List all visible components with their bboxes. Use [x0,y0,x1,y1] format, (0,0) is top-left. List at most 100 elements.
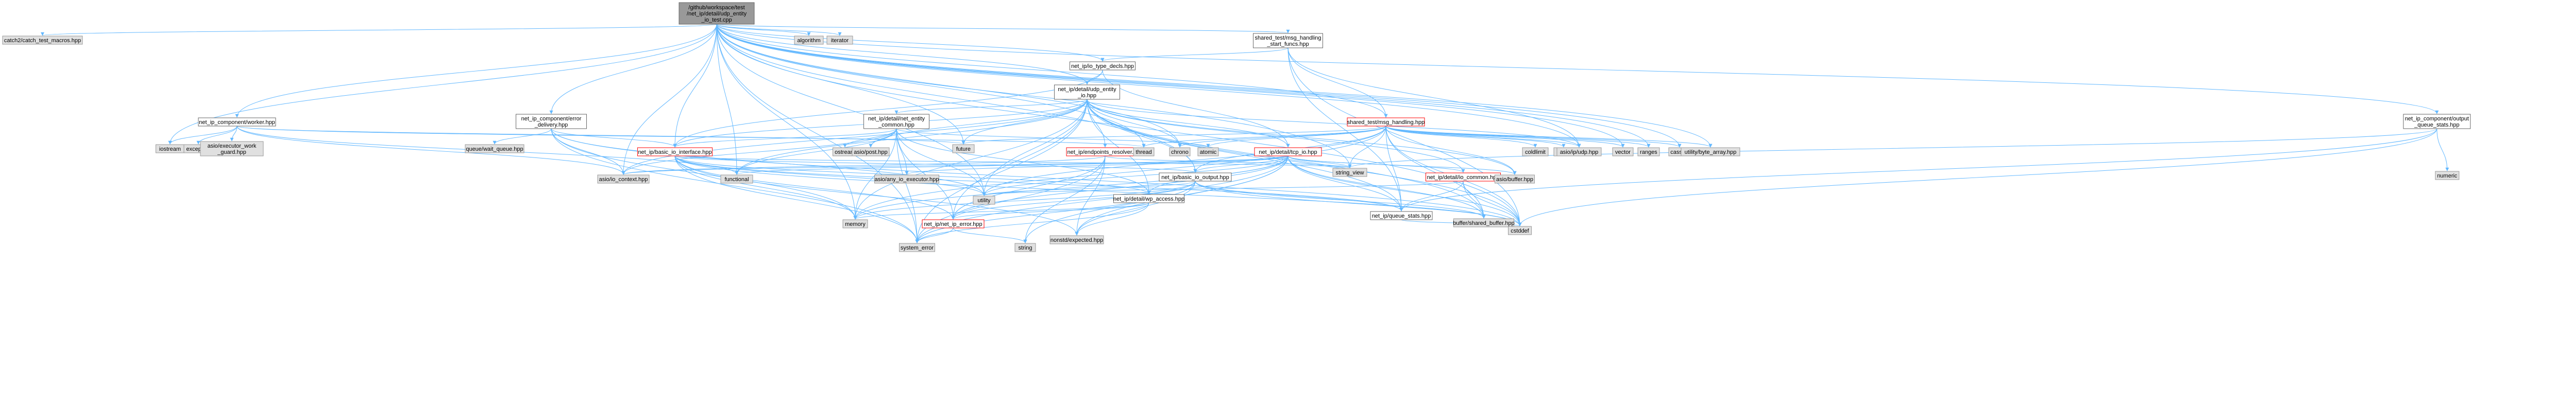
node-memory-label: memory [845,221,866,227]
edge-msg_handling-to-asio_buffer [1385,126,1517,175]
edge-tcp_io-to-net_ip_error [951,155,1289,220]
node-coldlimit-box [1522,147,1549,156]
edge-udp_entity_io-to-system_error [915,99,1088,243]
node-io_common[interactable]: net_ip/detail/io_common.hpp [1426,172,1501,182]
node-asio_post-label: asio/post.hpp [854,149,887,155]
node-udp_entity_io-label: _io.hpp [1077,93,1096,99]
edge-basic_io_output-to-shared_buffer [1195,181,1486,219]
node-byte_array-label: utility/byte_array.hpp [1685,149,1737,155]
node-algorithm-box [794,36,824,45]
edge-basic_io_interface-to-cstddef [674,155,1522,226]
node-thread-label: thread [1136,149,1151,155]
node-iterator-box [826,36,853,45]
edge-endpoints_resolver-to-string_view [1105,155,1352,168]
node-chrono-label: chrono [1171,149,1189,155]
node-numeric: numeric [2435,171,2460,180]
edge-net_ip_error-to-system_error [915,227,954,243]
node-queue_stats-label: net_ip/queue_stats.hpp [1372,213,1431,219]
node-output_queue[interactable]: net_ip_component/output_queue_stats.hpp [2403,114,2471,129]
node-future-label: future [956,146,971,152]
node-worker[interactable]: net_ip_component/worker.hpp [198,117,276,127]
edge-entity_common-to-ostream [843,128,897,148]
edge-entity_common-to-system_error [896,128,919,243]
edge-msg_handling-to-byte_array [1385,126,1713,148]
edge-msg_start-to-msg_handling [1287,47,1388,118]
node-root-label: _io_test.cpp [701,17,732,23]
node-asio_ip_udp-box [1556,147,1602,156]
node-msg_start[interactable]: shared_test/msg_handling_start_funcs.hpp [1253,33,1323,48]
node-basic_io_output-label: net_ip/basic_io_output.hpp [1161,174,1229,181]
node-msg_handling[interactable]: shared_test/msg_handling.hpp [1347,117,1425,127]
edge-basic_io_interface-to-net_ip_error [674,155,955,220]
node-queue_stats[interactable]: net_ip/queue_stats.hpp [1370,211,1433,220]
node-worker-label: net_ip_component/worker.hpp [199,119,275,126]
node-output_queue-box [2403,114,2471,129]
edge-tcp_io-to-any_io_executor [905,155,1289,175]
node-functional-box [720,174,753,184]
node-asio_post: asio/post.hpp [852,147,890,156]
edge-msg_handling-to-atomic [1206,126,1386,148]
edge-msg_handling-to-cassert [1385,126,1682,148]
edge-entity_common-to-utility [896,128,986,196]
node-system_error: system_error [899,243,935,252]
edge-udp_entity_io-to-asio_buffer [1087,99,1517,175]
node-io_type_decls[interactable]: net_ip/io_type_decls.hpp [1070,61,1136,70]
edge-basic_io_output-to-queue_stats [1195,181,1403,211]
edge-tcp_io-to-functional [735,155,1289,175]
node-atomic: atomic [1197,147,1219,156]
node-nonstd_expected: nonstd/expected.hpp [1049,235,1104,244]
node-root[interactable]: /github/workspace/test/net_ip/detail/udp… [679,2,755,25]
node-net_ip_error[interactable]: net_ip/net_ip_error.hpp [922,219,985,228]
edge-tcp_io-to-shared_buffer [1287,155,1486,219]
node-udp_entity_io[interactable]: net_ip/detail/udp_entity_io.hpp [1054,84,1120,100]
node-executor_work: asio/executor_work_guard.hpp [200,141,264,156]
edge-basic_io_output-to-utility [982,181,1196,196]
edge-wp_access-to-system_error [915,202,1149,243]
edge-msg_handling-to-thread [1142,126,1386,148]
edge-root-to-thread [716,24,1146,148]
edge-wp_access-to-nonstd_expected [1075,202,1149,236]
node-iterator: iterator [826,36,853,45]
edge-io_type_decls-to-tcp_io [1102,69,1290,148]
edge-msg_handling-to-coldlimit [1385,126,1537,148]
node-memory-box [842,219,868,228]
node-msg_start-box [1253,33,1323,48]
node-wp_access-label: net_ip/detail/wp_access.hpp [1113,196,1184,202]
edge-error_delivery-to-memory [551,128,857,220]
node-io_context-box [597,174,650,184]
edge-root-to-cassert [716,24,1682,148]
node-algorithm: algorithm [794,36,824,45]
node-asio_ip_udp: asio/ip/udp.hpp [1556,147,1602,156]
edge-udp_entity_io-to-cstddef [1087,99,1522,226]
edge-msg_handling-to-limits [1385,126,1566,148]
node-wp_access[interactable]: net_ip/detail/wp_access.hpp [1113,194,1184,203]
node-endpoints_resolver-label: net_ip/endpoints_resolver.hpp [1067,149,1143,155]
node-asio_buffer-label: asio/buffer.hpp [1496,176,1533,183]
node-cstddef-box [1508,226,1532,235]
node-string_view-box [1332,168,1367,177]
node-queue_stats-box [1370,211,1433,220]
node-entity_common-label: net_ip/detail/net_entity [868,116,925,122]
node-error_delivery[interactable]: net_ip_component/error_delivery.hpp [516,114,587,129]
node-ranges: ranges [1637,147,1660,156]
node-tcp_io[interactable]: net_ip/detail/tcp_io.hpp [1254,147,1322,156]
node-basic_io_interface[interactable]: net_ip/basic_io_interface.hpp [637,147,713,156]
edge-udp_entity_io-to-wp_access [1087,99,1151,195]
edge-tcp_io-to-cstddef [1287,155,1522,226]
edge-output_queue-to-cstddef [1518,128,2437,226]
node-basic_io_output[interactable]: net_ip/basic_io_output.hpp [1159,172,1232,182]
node-vector: vector [1612,147,1634,156]
edge-entity_common-to-io_context [621,128,897,175]
edge-worker-to-iostream [168,126,238,145]
node-net_ip_error-box [922,219,985,228]
node-catch-box [2,36,83,45]
dependency-nodes: /github/workspace/test/net_ip/detail/udp… [2,2,2471,252]
node-endpoints_resolver[interactable]: net_ip/endpoints_resolver.hpp [1066,147,1144,156]
node-chrono-box [1169,147,1191,156]
node-ranges-box [1637,147,1660,156]
node-entity_common[interactable]: net_ip/detail/net_entity_common.hpp [863,114,929,129]
edge-wp_access-to-net_ip_error [951,202,1149,220]
node-ostream-label: ostream [835,149,855,155]
node-msg_handling-box [1347,117,1425,127]
node-nonstd_expected-label: nonstd/expected.hpp [1050,237,1103,243]
